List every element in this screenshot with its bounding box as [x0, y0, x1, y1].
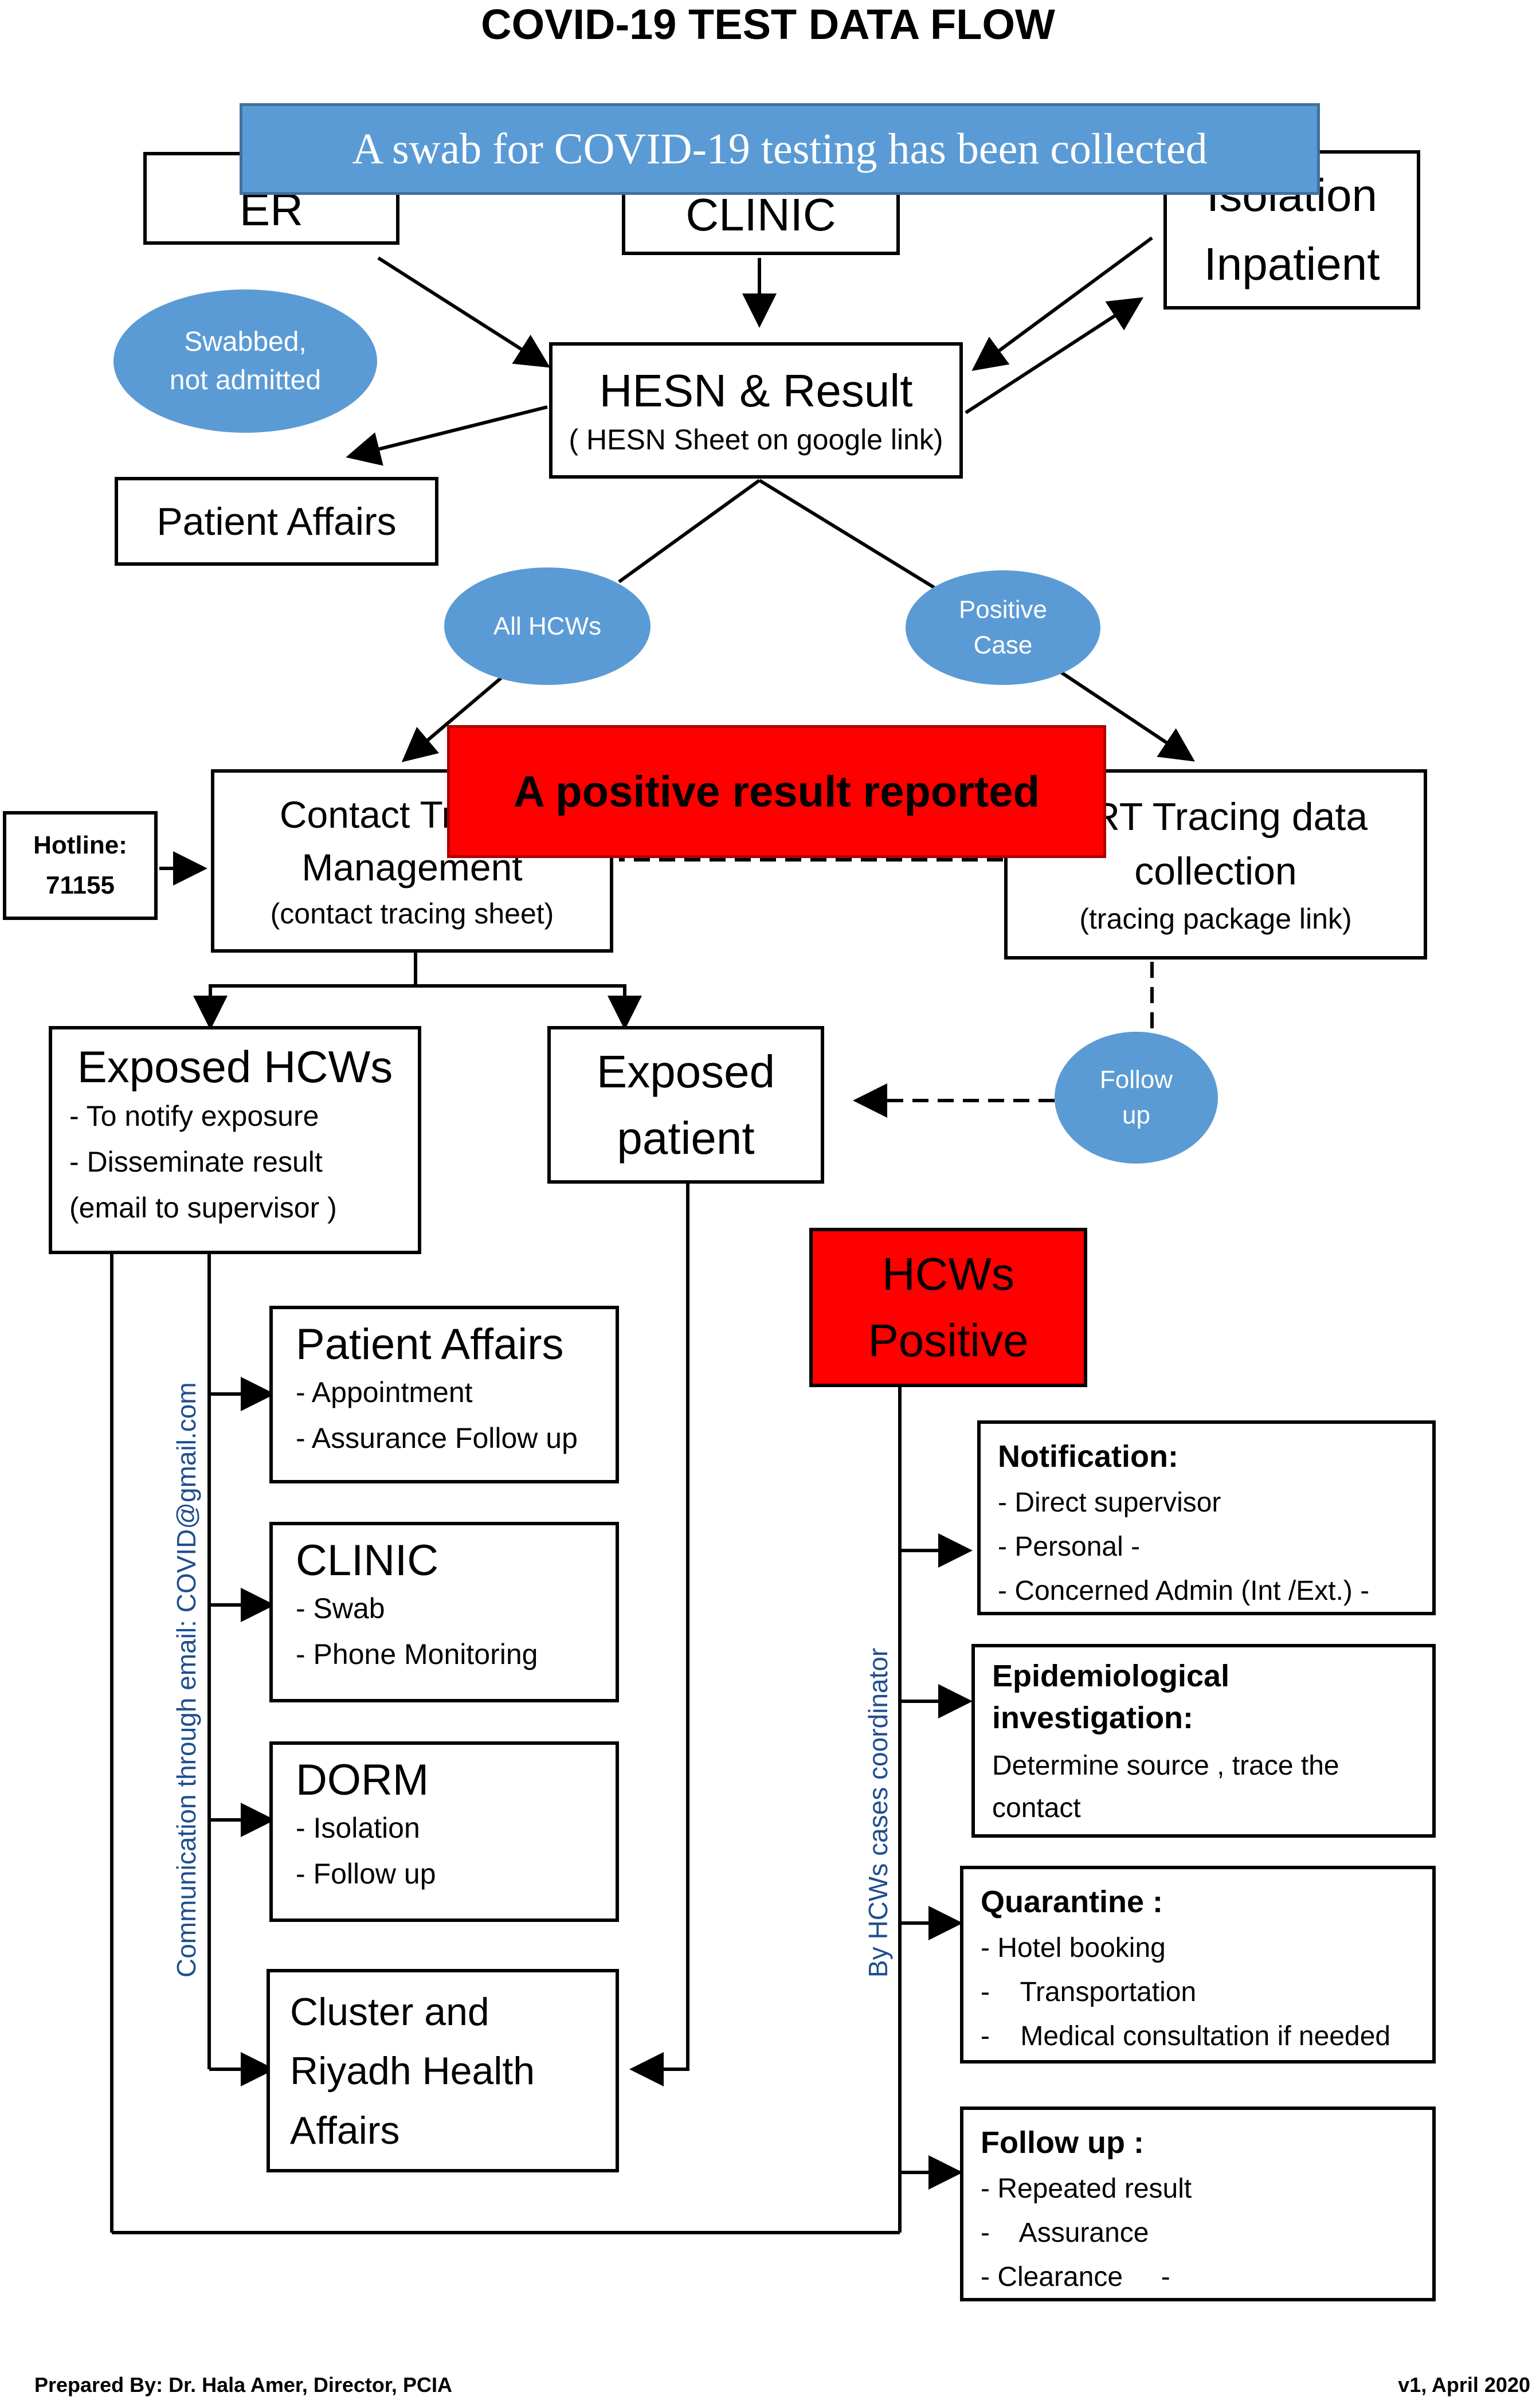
notification-title: Notification:: [998, 1439, 1178, 1474]
rrt-line2: collection: [1134, 849, 1297, 893]
version-text: v1, April 2020: [1398, 2373, 1530, 2397]
cluster-line3: Affairs: [290, 2108, 400, 2152]
line-exposed-patient-to-cluster: [629, 1184, 689, 2086]
contact-tracing-sub: (contact tracing sheet): [270, 898, 554, 930]
follow-up-item-1: - Repeated result: [981, 2174, 1192, 2205]
arrow-hesn-to-patient-affairs: [346, 405, 548, 466]
hesn-title: HESN & Result: [599, 365, 913, 416]
hcws-positive-box: HCWs Positive: [809, 1228, 1087, 1387]
rrt-line1: RRT Tracing data: [1063, 794, 1368, 839]
hcws-coordinator-text: By HCWs cases coordinator: [863, 1647, 893, 1978]
notification-box: Notification: - Direct supervisor - Pers…: [977, 1420, 1436, 1615]
dorm-item-1: - Isolation: [296, 1812, 420, 1844]
arrow-hesn-to-isolation: [965, 297, 1144, 414]
arrow-all-hcws-to-contact: [401, 674, 506, 762]
hesn-result-box: HESN & Result ( HESN Sheet on google lin…: [549, 342, 963, 479]
inpatient-label: Inpatient: [1204, 238, 1380, 289]
quarantine-item-1: - Hotel booking: [981, 1933, 1166, 1964]
prepared-by-text: Prepared By: Dr. Hala Amer, Director, PC…: [34, 2373, 452, 2397]
all-hcws-label: All HCWs: [493, 612, 602, 640]
page-title: COVID-19 TEST DATA FLOW: [481, 1, 1055, 48]
cluster-box: Cluster and Riyadh Health Affairs: [267, 1969, 619, 2172]
follow-up-ellipse: Follow up: [1055, 1032, 1218, 1164]
follow-up-item-3: - Clearance -: [981, 2261, 1170, 2292]
notification-item-2: - Personal -: [998, 1532, 1141, 1563]
swabbed-line1: Swabbed,: [184, 326, 307, 357]
epidemiological-text-1: Determine source , trace the: [992, 1750, 1339, 1781]
hcws-positive-line1: HCWs: [881, 1248, 1015, 1299]
rrt-sub: (tracing package link): [1079, 903, 1352, 935]
exposed-patient-box: Exposed patient: [547, 1026, 824, 1184]
line-hesn-to-positive-case: [758, 479, 935, 589]
positive-result-text: A positive result reported: [514, 767, 1040, 816]
cluster-line1: Cluster and: [290, 1990, 489, 2034]
clinic-item-2: - Phone Monitoring: [296, 1638, 538, 1670]
exposed-hcws-title: Exposed HCWs: [77, 1041, 393, 1092]
hesn-subtitle: ( HESN Sheet on google link): [569, 424, 943, 456]
follow-up-line2: up: [1122, 1101, 1150, 1129]
arrow-positive-case-to-rrt: [1059, 670, 1195, 762]
epidemiological-title-1: Epidemiological: [992, 1659, 1230, 1693]
clinic-source-label: CLINIC: [685, 189, 836, 240]
line-hesn-to-all-hcws: [618, 479, 761, 584]
patient-affairs-top-box: Patient Affairs: [115, 477, 438, 566]
epidemiological-title-2: investigation:: [992, 1700, 1194, 1735]
patient-affairs-box: Patient Affairs - Appointment - Assuranc…: [269, 1306, 619, 1483]
notification-item-3: - Concerned Admin (Int /Ext.) -: [998, 1575, 1370, 1606]
quarantine-box: Quarantine : - Hotel booking - Transport…: [960, 1866, 1436, 2064]
positive-case-line2: Case: [973, 631, 1033, 659]
follow-up-title: Follow up :: [981, 2125, 1144, 2160]
quarantine-item-3: - Medical consultation if needed: [981, 2021, 1391, 2051]
clinic-box: CLINIC - Swab - Phone Monitoring: [269, 1522, 619, 1702]
follow-up-box: Follow up : - Repeated result - Assuranc…: [960, 2106, 1436, 2301]
hotline-number: 71155: [46, 871, 115, 899]
quarantine-title: Quarantine :: [981, 1885, 1163, 1919]
patient-affairs-item-1: - Appointment: [296, 1376, 473, 1408]
epidemiological-box: Epidemiological investigation: Determine…: [971, 1644, 1436, 1838]
patient-affairs-item-2: - Assurance Follow up: [296, 1422, 578, 1454]
notification-item-1: - Direct supervisor: [998, 1487, 1221, 1518]
swabbed-line2: not admitted: [169, 365, 322, 396]
arrow-isolation-to-hesn: [971, 236, 1153, 371]
exposed-hcws-box: Exposed HCWs - To notify exposure - Diss…: [49, 1026, 421, 1254]
swab-collected-text: A swab for COVID-19 testing has been col…: [352, 124, 1208, 173]
quarantine-item-2: - Transportation: [981, 1977, 1197, 2008]
exposed-patient-line1: Exposed: [596, 1046, 775, 1097]
epidemiological-text-2: contact: [992, 1793, 1081, 1824]
follow-up-item-2: - Assurance: [981, 2218, 1149, 2249]
patient-affairs-top-label: Patient Affairs: [156, 499, 397, 543]
positive-case-line1: Positive: [958, 596, 1048, 624]
swabbed-not-admitted-ellipse: Swabbed, not admitted: [113, 289, 377, 433]
clinic-item-1: - Swab: [296, 1592, 385, 1624]
clinic-title: CLINIC: [296, 1536, 439, 1585]
hotline-box: Hotline: 71155: [3, 811, 158, 920]
cluster-line2: Riyadh Health: [290, 2049, 535, 2093]
branch-contact-to-exposed: [209, 953, 625, 1023]
exposed-patient-line2: patient: [617, 1112, 755, 1164]
positive-result-banner: A positive result reported: [447, 725, 1106, 858]
all-hcws-ellipse: All HCWs: [444, 567, 651, 685]
exposed-hcws-item-2: - Disseminate result: [69, 1146, 323, 1178]
positive-case-ellipse: Positive Case: [906, 570, 1100, 685]
hcws-positive-line2: Positive: [868, 1315, 1029, 1366]
patient-affairs-title: Patient Affairs: [296, 1320, 564, 1369]
dorm-title: DORM: [296, 1756, 429, 1804]
dorm-item-2: - Follow up: [296, 1858, 436, 1890]
swab-collected-banner: A swab for COVID-19 testing has been col…: [240, 103, 1320, 195]
exposed-hcws-item-1: - To notify exposure: [69, 1100, 319, 1132]
follow-up-line1: Follow: [1099, 1066, 1173, 1094]
hotline-label: Hotline:: [33, 831, 127, 859]
exposed-hcws-item-3: (email to supervisor ): [69, 1192, 337, 1224]
communication-email-text: Communication through email: COVID@gmail…: [171, 1382, 201, 1978]
dorm-box: DORM - Isolation - Follow up: [269, 1741, 619, 1922]
arrow-er-to-hesn: [377, 256, 551, 368]
